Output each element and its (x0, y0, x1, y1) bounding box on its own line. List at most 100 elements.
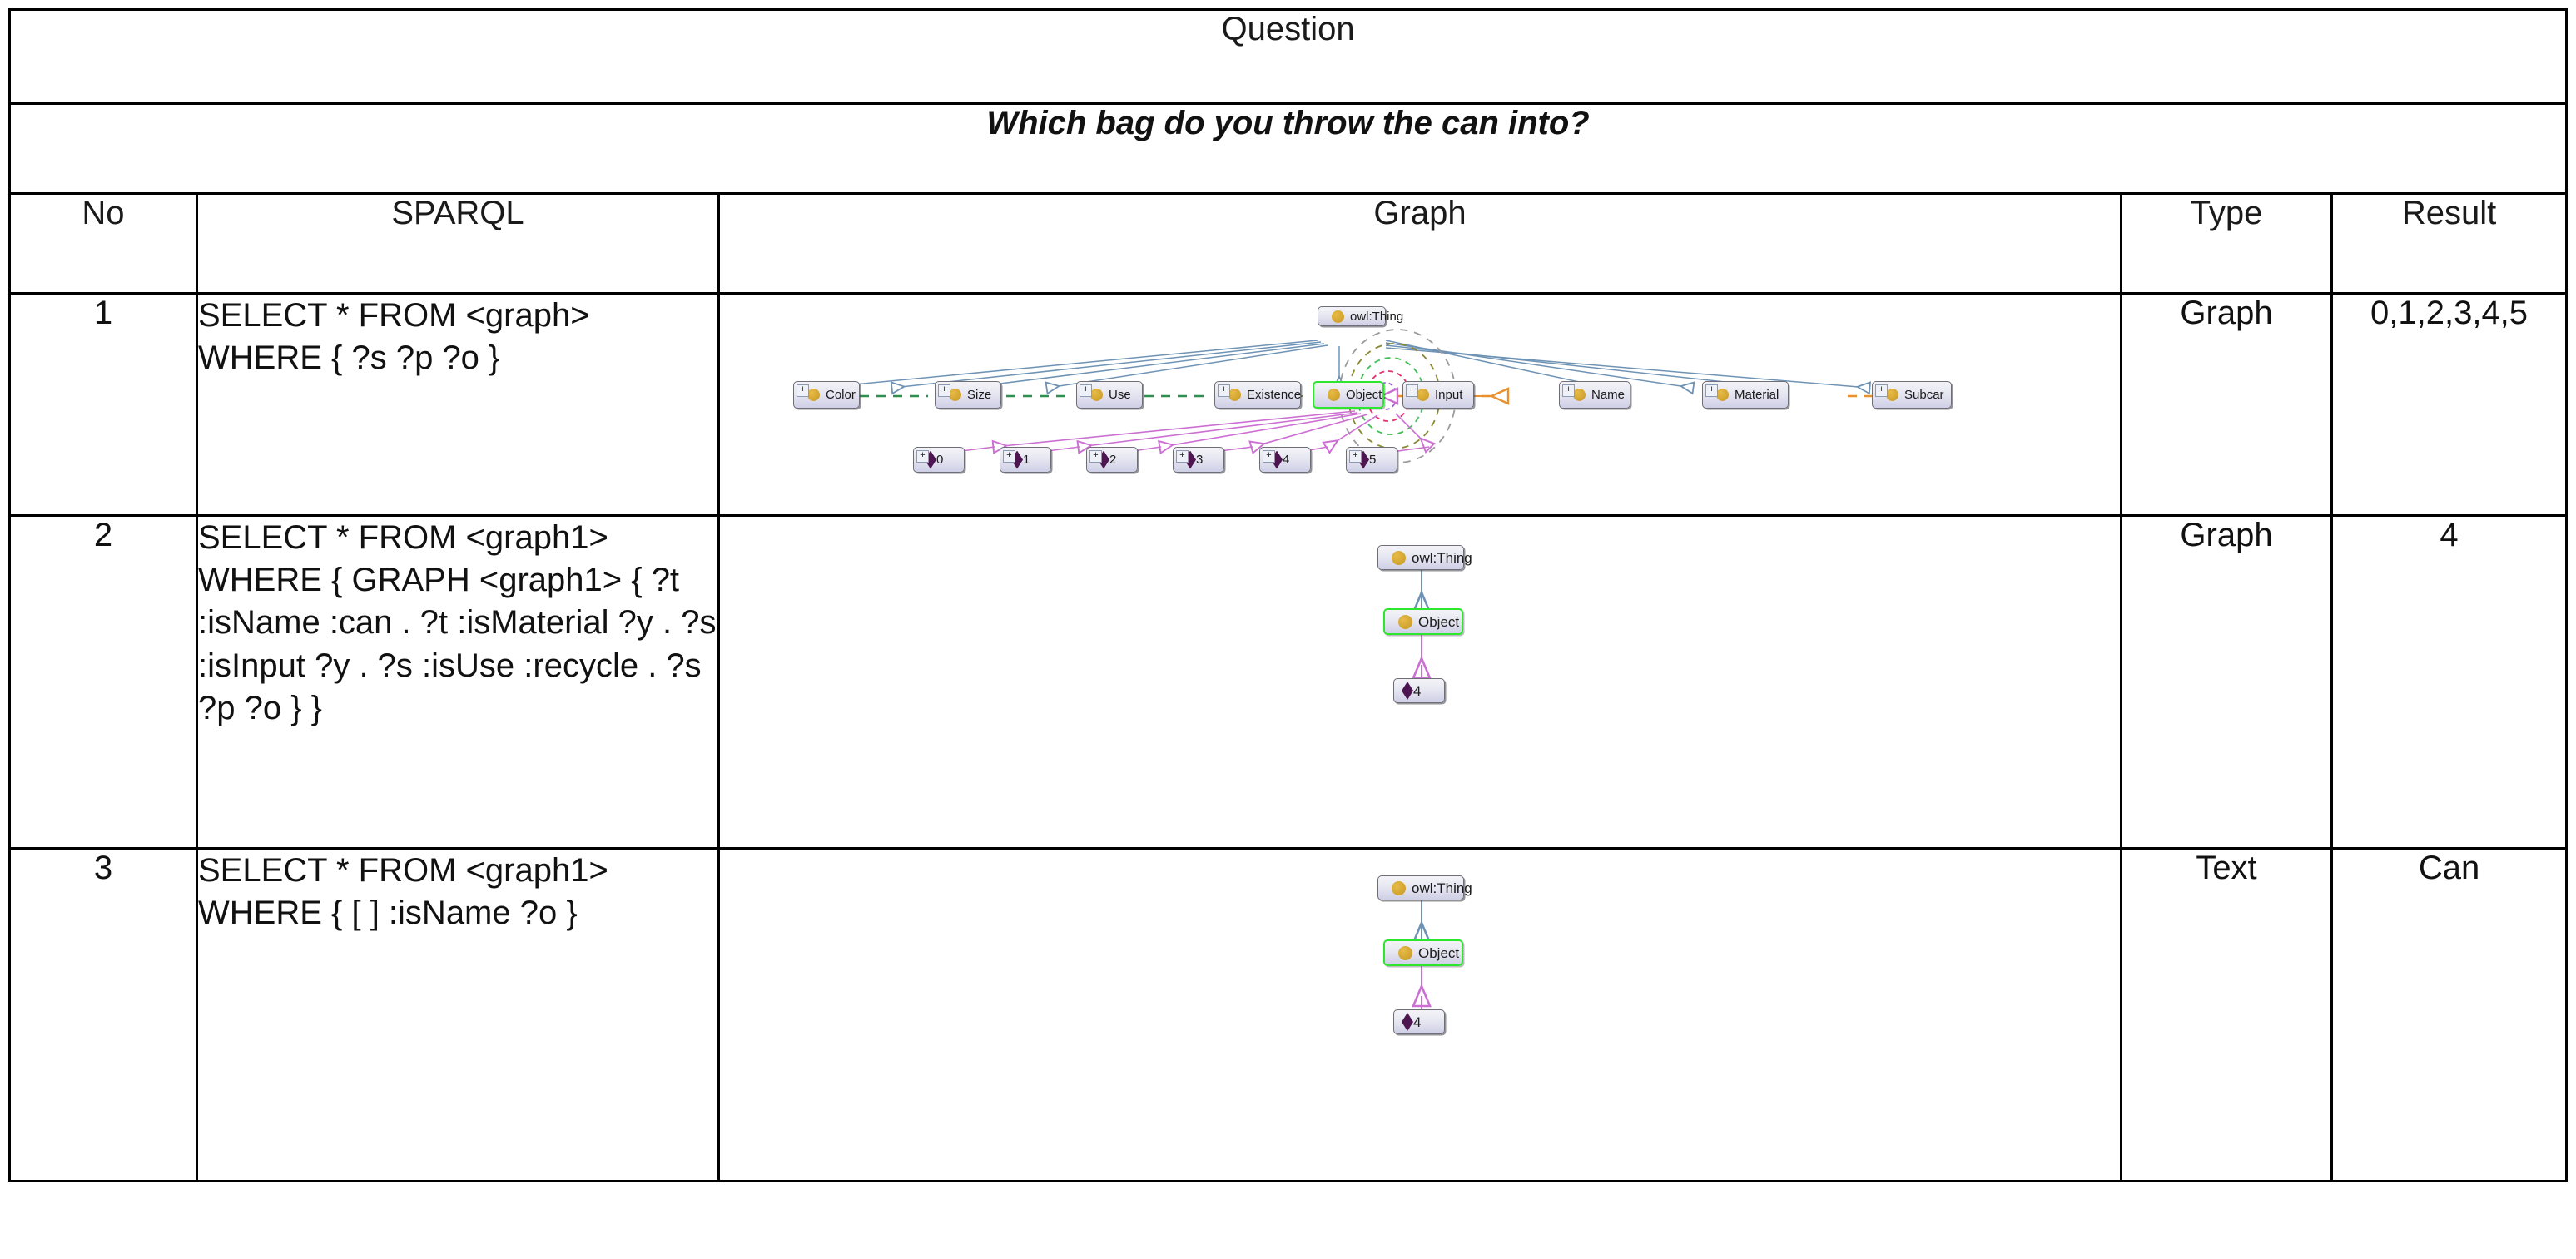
graph-node-instance-4[interactable]: + 4 (1259, 447, 1311, 473)
graph-node-existence[interactable]: + Existence (1214, 381, 1301, 409)
class-circle-icon (1392, 550, 1406, 565)
expand-plus-icon[interactable]: + (916, 450, 929, 463)
row-result-2: 4 (2330, 514, 2569, 850)
column-header-result: Result (2330, 192, 2569, 295)
graph-node-label: 5 (1369, 453, 1377, 467)
graph-node-label: Input (1435, 388, 1463, 402)
table-row: 2 SELECT * FROM <graph1> WHERE { GRAPH <… (8, 514, 2569, 850)
graph-node-instance-4[interactable]: 4 (1393, 678, 1445, 703)
graph-node-owl-thing[interactable]: owl:Thing (1318, 306, 1403, 326)
column-header-no: No (8, 192, 198, 295)
graph-node-label: 0 (936, 453, 944, 467)
graph-node-instance-5[interactable]: + 5 (1346, 447, 1397, 473)
row-no-1: 1 (8, 292, 198, 517)
graph-node-owl-thing[interactable]: owl:Thing (1377, 875, 1472, 900)
graph-node-instance-1[interactable]: + 1 (1000, 447, 1051, 473)
column-header-graph: Graph (717, 192, 2122, 295)
graph-node-label: 2 (1109, 453, 1117, 467)
question-text-cell: Which bag do you throw the can into? (7, 102, 2569, 195)
graph-node-label: Name (1591, 388, 1626, 402)
row-type-1: Graph (2120, 292, 2333, 517)
graph-node-label: Size (967, 388, 992, 402)
class-circle-icon (1228, 389, 1241, 401)
row-graph-3: owl:Thing Object 4 (717, 847, 2122, 1182)
graph-node-use[interactable]: + Use (1076, 381, 1143, 409)
graph-node-label: Object (1346, 388, 1382, 402)
expand-plus-icon[interactable]: + (938, 384, 950, 397)
expand-plus-icon[interactable]: + (1875, 384, 1888, 397)
column-header-sparql: SPARQL (196, 192, 720, 295)
expand-plus-icon[interactable]: + (1406, 384, 1418, 397)
graph-node-instance-2[interactable]: + 2 (1086, 447, 1138, 473)
graph-node-label: 4 (1413, 1014, 1422, 1030)
graph-node-label: 4 (1413, 682, 1422, 699)
graph-node-color[interactable]: + Color (793, 381, 860, 409)
expand-plus-icon[interactable]: + (1562, 384, 1575, 397)
graph-node-instance-0[interactable]: + 0 (913, 447, 965, 473)
row-sparql-1: SELECT * FROM <graph> WHERE { ?s ?p ?o } (196, 292, 720, 517)
expand-plus-icon[interactable]: + (1349, 450, 1362, 463)
expand-plus-icon[interactable]: + (797, 384, 809, 397)
class-circle-icon (1573, 389, 1586, 401)
column-header-type: Type (2120, 192, 2333, 295)
row-graph-2: owl:Thing Object 4 (717, 514, 2122, 850)
graph-node-object[interactable]: Object (1383, 939, 1463, 966)
graph-node-label: 3 (1196, 453, 1204, 467)
graph-node-name[interactable]: + Name (1559, 381, 1630, 409)
graph-node-instance-4[interactable]: 4 (1393, 1009, 1445, 1034)
graph-node-object[interactable]: Object (1383, 608, 1463, 635)
graph-node-object[interactable]: Object (1313, 381, 1384, 409)
row-no-3: 3 (8, 847, 198, 1182)
row-type-3: Text (2120, 847, 2333, 1182)
graph-node-label: Subcar (1904, 388, 1944, 402)
row-result-1: 0,1,2,3,4,5 (2330, 292, 2569, 517)
graph-node-label: Existence (1247, 388, 1302, 402)
class-circle-icon (1392, 880, 1406, 895)
graph-node-label: owl:Thing (1412, 880, 1472, 896)
graph-node-owl-thing[interactable]: owl:Thing (1377, 545, 1472, 570)
row-sparql-3: SELECT * FROM <graph1> WHERE { [ ] :isNa… (196, 847, 720, 1182)
table-row: 3 SELECT * FROM <graph1> WHERE { [ ] :is… (8, 847, 2569, 1182)
row-sparql-2: SELECT * FROM <graph1> WHERE { GRAPH <gr… (196, 514, 720, 850)
graph-node-label: owl:Thing (1412, 549, 1472, 566)
class-circle-icon (1398, 614, 1412, 629)
row-type-2: Graph (2120, 514, 2333, 850)
class-circle-icon (1090, 389, 1103, 401)
table-header-question-row: Question (7, 8, 2569, 105)
graph-node-subcar[interactable]: + Subcar (1872, 381, 1952, 409)
expand-plus-icon[interactable]: + (1176, 450, 1189, 463)
class-circle-icon (1398, 945, 1412, 960)
table-column-header-row: No SPARQL Graph Type Result (8, 192, 2569, 295)
row-result-3: Can (2330, 847, 2569, 1182)
graph-node-size[interactable]: + Size (935, 381, 1001, 409)
class-circle-icon (1716, 389, 1729, 401)
graph-node-label: Object (1418, 613, 1460, 630)
table-question-row: Which bag do you throw the can into? (7, 102, 2569, 195)
expand-plus-icon[interactable]: + (1003, 450, 1015, 463)
row-no-2: 2 (8, 514, 198, 850)
graph-node-input[interactable]: + Input (1402, 381, 1474, 409)
question-header-cell: Question (7, 8, 2569, 105)
graph-edges-mini-3 (720, 898, 2122, 1011)
graph-node-material[interactable]: + Material (1702, 381, 1789, 409)
expand-plus-icon[interactable]: + (1218, 384, 1230, 397)
graph-node-label: 1 (1023, 453, 1030, 467)
class-circle-icon (1332, 310, 1344, 323)
graph-node-label: owl:Thing (1350, 309, 1404, 324)
question-sparql-table: Question Which bag do you throw the can … (7, 8, 2569, 1182)
graph-node-label: Object (1418, 944, 1460, 961)
class-circle-icon (1328, 389, 1340, 401)
graph-node-label: 4 (1283, 453, 1290, 467)
expand-plus-icon[interactable]: + (1263, 450, 1275, 463)
graph-node-instance-3[interactable]: + 3 (1173, 447, 1224, 473)
expand-plus-icon[interactable]: + (1080, 384, 1092, 397)
class-circle-icon (1417, 389, 1429, 401)
row-graph-1: owl:Thing + Color + Size (717, 292, 2122, 517)
table-row: 1 SELECT * FROM <graph> WHERE { ?s ?p ?o… (8, 292, 2569, 517)
expand-plus-icon[interactable]: + (1705, 384, 1718, 397)
expand-plus-icon[interactable]: + (1089, 450, 1102, 463)
class-circle-icon (949, 389, 961, 401)
graph-node-label: Color (826, 388, 856, 402)
graph-node-label: Material (1735, 388, 1779, 402)
